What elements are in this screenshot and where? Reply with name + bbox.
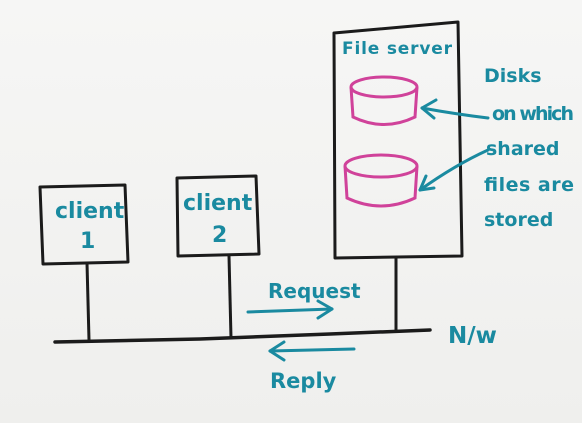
client-1-connector <box>85 262 91 341</box>
disk-note-line-2: on which <box>492 103 574 125</box>
request-label: Request <box>268 279 361 303</box>
disk-1-icon <box>349 75 419 126</box>
client-2-label: client <box>183 191 253 216</box>
disk-note-line-3: shared <box>486 138 560 160</box>
reply-label: Reply <box>270 369 337 393</box>
client-2-connector <box>227 255 233 339</box>
client-1-number: 1 <box>80 229 95 254</box>
client-1-node: client 1 <box>38 183 130 341</box>
file-server-label: File server <box>342 39 453 59</box>
client-1-label: client <box>55 199 125 224</box>
network-label: N/w <box>448 323 497 349</box>
client-2-number: 2 <box>212 223 227 248</box>
request-arrow: Request <box>246 279 361 320</box>
client-2-node: client 2 <box>175 174 261 339</box>
disk-2-icon <box>343 153 419 208</box>
disk-note-line-1: Disks <box>484 65 542 87</box>
disk-note: Disks on which shared files are stored <box>484 65 574 231</box>
network-bus <box>53 328 432 344</box>
disk-note-line-4: files are <box>484 174 574 196</box>
reply-arrow: Reply <box>268 340 356 393</box>
disk-pointer-arrows <box>418 98 490 192</box>
client-2-box <box>175 174 261 258</box>
client-1-box <box>38 183 130 266</box>
file-server-node: File server <box>332 20 464 332</box>
file-server-box <box>332 20 464 260</box>
disk-note-line-5: stored <box>484 209 553 231</box>
